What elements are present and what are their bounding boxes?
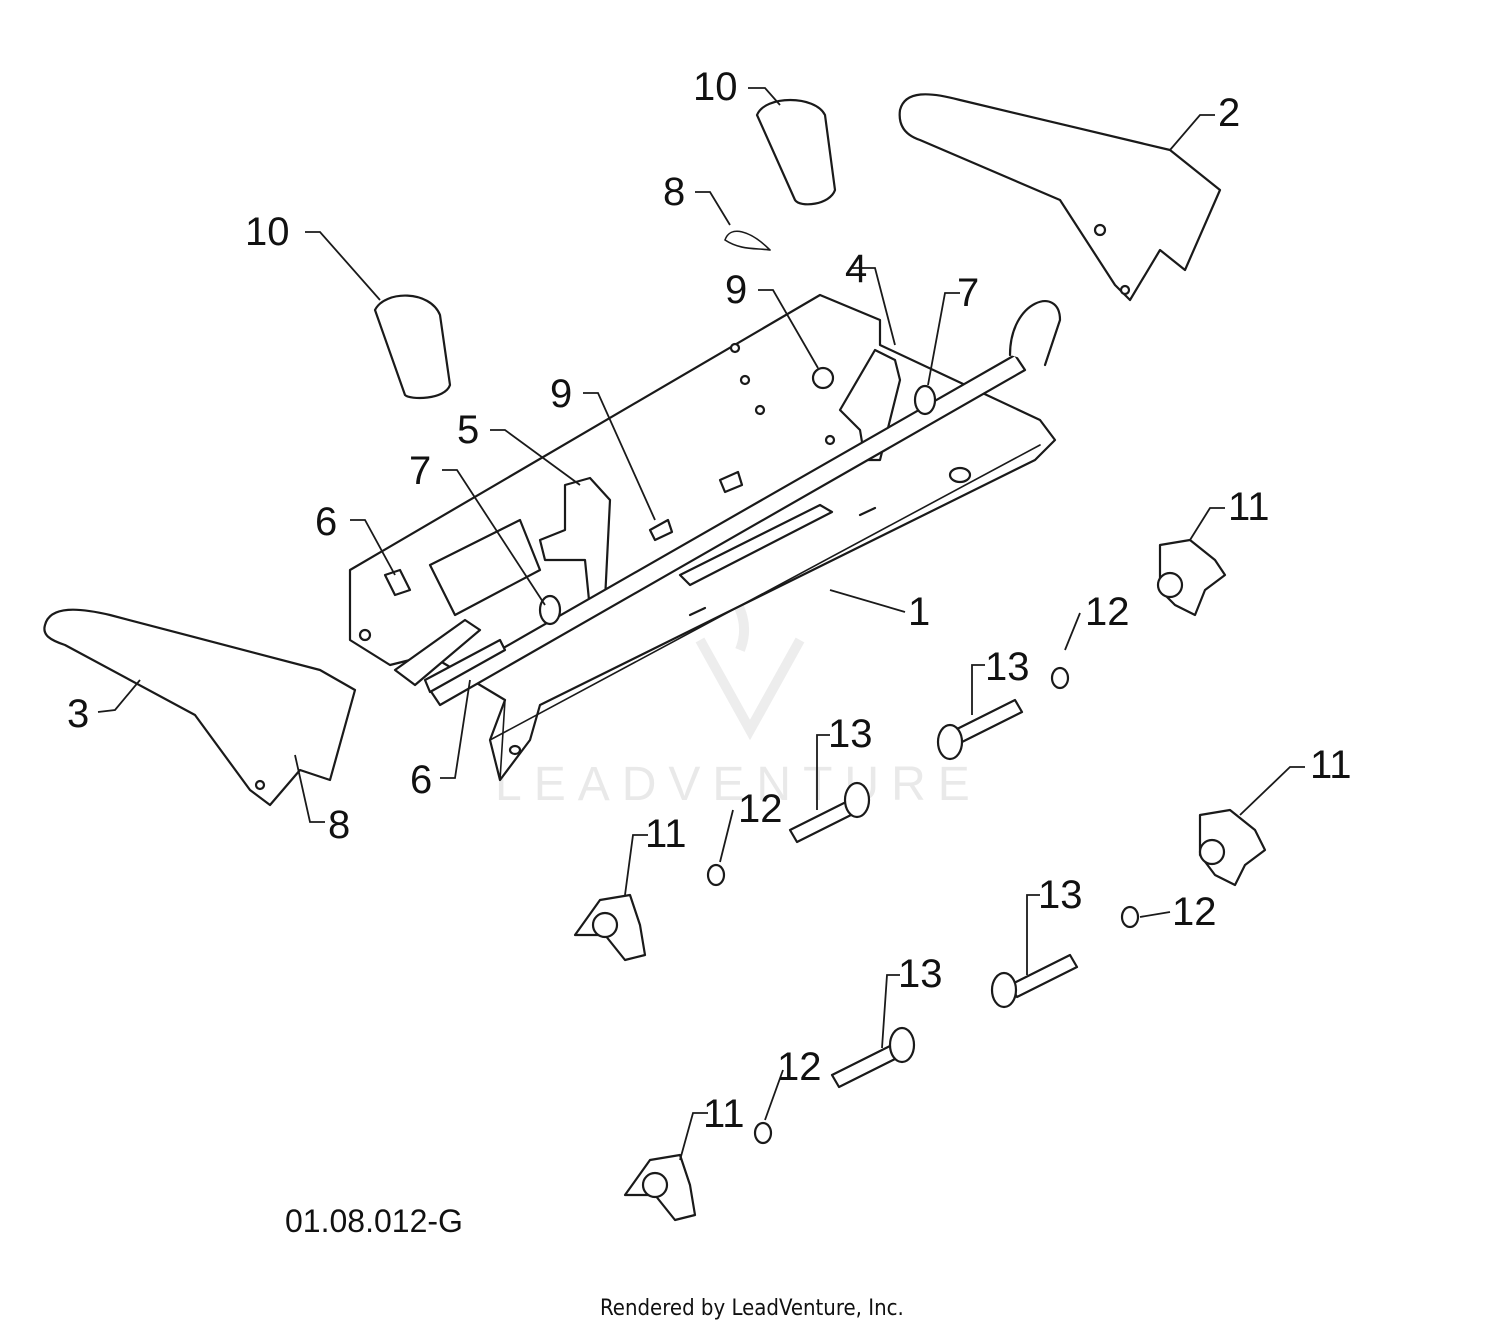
callout-13-d: 13 — [898, 952, 943, 996]
callout-5: 5 — [457, 408, 479, 452]
bushings — [538, 384, 937, 626]
footer-credit: Rendered by LeadVenture, Inc. — [600, 1296, 904, 1321]
callout-12-b: 12 — [738, 787, 783, 831]
watermark: LEADVENTURE — [495, 528, 982, 811]
callout-8-bottom: 8 — [328, 803, 350, 847]
bolts-small — [648, 366, 835, 542]
callout-1: 1 — [908, 590, 930, 634]
carriage-bolts — [788, 698, 1079, 1089]
callout-11-b: 11 — [1310, 743, 1352, 787]
callout-13-a: 13 — [985, 645, 1030, 689]
callout-7-left: 7 — [409, 449, 431, 493]
callout-10-left: 10 — [245, 210, 290, 254]
callout-12-c: 12 — [1172, 890, 1217, 934]
callout-9-left: 9 — [550, 372, 572, 416]
callout-10-right: 10 — [693, 65, 738, 109]
callout-13-b: 13 — [828, 712, 873, 756]
callout-6-bottom: 6 — [410, 758, 432, 802]
callout-7-right: 7 — [957, 271, 979, 315]
shaft-rods — [423, 300, 1062, 707]
right-lever — [898, 93, 1222, 302]
callout-9-right: 9 — [725, 268, 747, 312]
left-lever — [43, 608, 357, 807]
callout-13-c: 13 — [1038, 873, 1083, 917]
callouts: 10 2 10 8 4 7 9 9 5 7 6 1 3 8 6 11 11 11… — [67, 65, 1352, 1136]
callout-12-d: 12 — [777, 1045, 822, 1089]
watermark-text: LEADVENTURE — [495, 758, 982, 811]
lever-knobs — [373, 98, 837, 400]
center-bracket — [538, 476, 612, 612]
callout-12-a: 12 — [1085, 590, 1130, 634]
callout-8-top: 8 — [663, 170, 685, 214]
callout-3: 3 — [67, 692, 89, 736]
star-knobs — [573, 538, 1267, 1222]
callout-11-c: 11 — [645, 812, 687, 856]
callout-2: 2 — [1218, 91, 1240, 135]
callout-4: 4 — [845, 247, 867, 291]
callout-6-top: 6 — [315, 500, 337, 544]
leader-lines — [97, 87, 1305, 1161]
diagram-code: 01.08.012-G — [285, 1203, 463, 1239]
arm-pieces — [383, 568, 482, 687]
washers — [706, 666, 1140, 1145]
callout-11-a: 11 — [1228, 485, 1270, 529]
callout-11-d: 11 — [703, 1092, 745, 1136]
